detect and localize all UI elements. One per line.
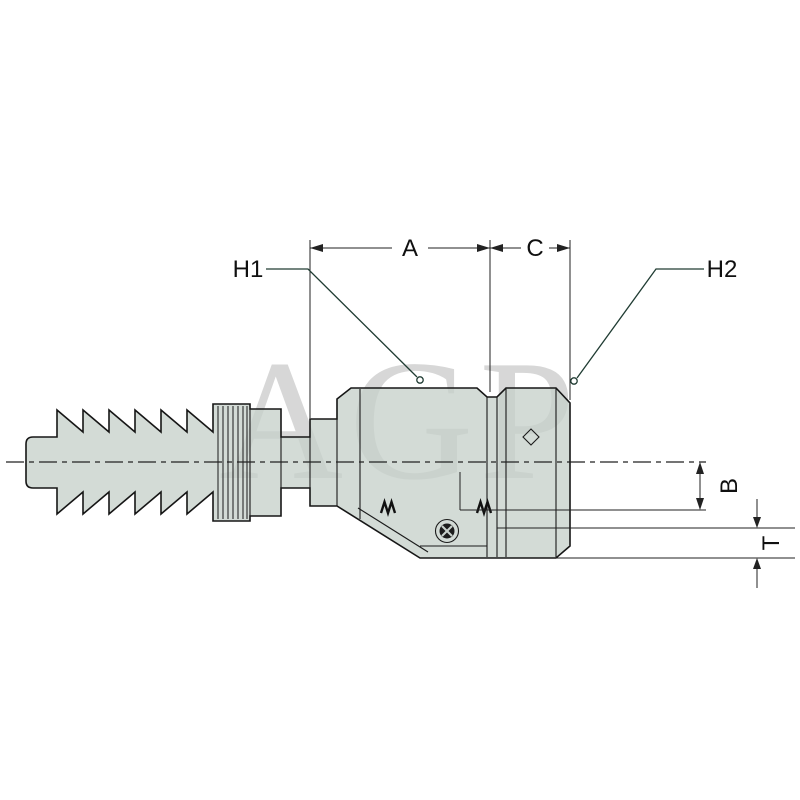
callout-h1: H1 [233, 256, 424, 384]
callout-h2: H2 [570, 256, 738, 385]
dimension-c: C [490, 235, 571, 400]
fitting-body [25, 387, 571, 559]
dimension-b: B [459, 462, 743, 511]
screw-head-icon [434, 518, 460, 544]
dimension-a-label: A [402, 235, 418, 262]
dimension-t: T [497, 499, 795, 588]
dimension-a: A [309, 235, 491, 418]
callout-h2-label: H2 [707, 256, 738, 283]
dimension-b-label: B [716, 478, 743, 494]
h1-target-dot [416, 376, 424, 384]
fitting-outline [25, 387, 571, 559]
diamond-marker [522, 428, 540, 446]
callout-h1-label: H1 [233, 256, 264, 283]
dimension-c-label: C [526, 235, 543, 262]
stamp-marks [379, 498, 493, 517]
h2-target-dot [570, 377, 578, 385]
dimension-t-label: T [758, 535, 785, 550]
